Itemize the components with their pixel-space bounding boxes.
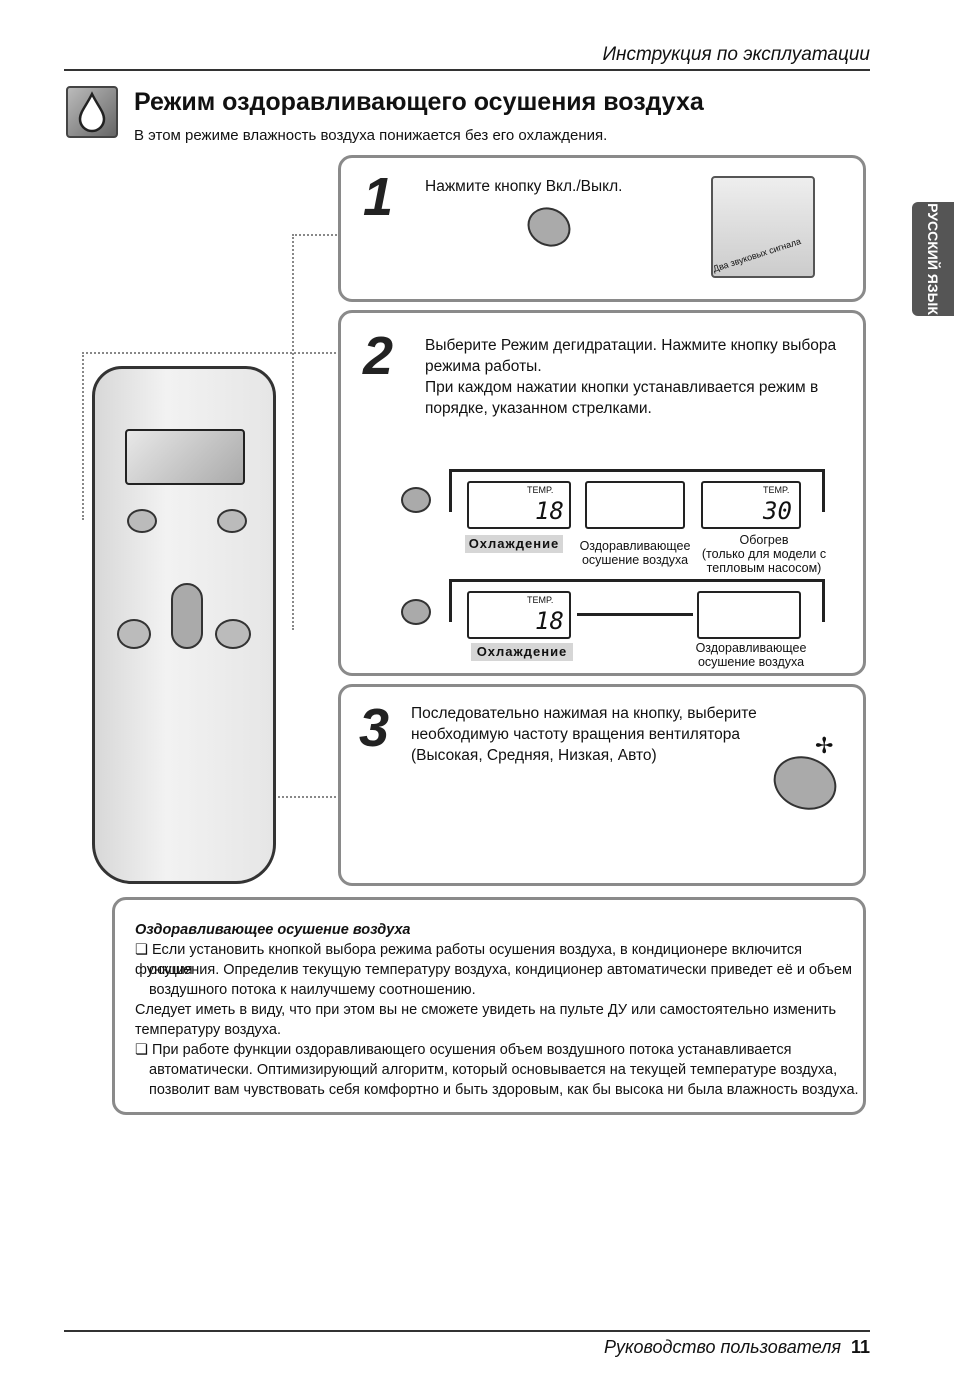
footer-text: Руководство пользователя xyxy=(603,1337,841,1357)
dry-label-line1: Оздоравливающее xyxy=(695,641,807,655)
fan-speed-button[interactable] xyxy=(117,619,151,649)
heat-label: Обогрев (только для модели с тепловым на… xyxy=(701,533,827,575)
step1-box: 1 Нажмите кнопку Вкл./Выкл. Два звуковых… xyxy=(338,155,866,302)
arrow-line xyxy=(577,613,693,616)
lcd-heating: TEMP. 30 xyxy=(701,481,801,529)
timer-button[interactable] xyxy=(217,509,247,533)
note-p2-line1: Следует иметь в виду, что при этом вы не… xyxy=(135,1002,837,1018)
lcd-temp-value: 18 xyxy=(535,497,564,525)
lcd-temp-label: TEMP. xyxy=(527,485,554,495)
step2-line3: При каждом нажатии кнопки устанавливаетс… xyxy=(425,379,819,396)
mode-button[interactable] xyxy=(127,509,157,533)
step3-line1: Последовательно нажимая на кнопку, выбер… xyxy=(411,705,757,722)
dry-label: Оздоравливающее осушение воздуха xyxy=(573,539,697,567)
step1-text: Нажмите кнопку Вкл./Выкл. xyxy=(425,178,623,195)
note-p3-line2: автоматически. Оптимизирующий алгоритм, … xyxy=(149,1062,838,1078)
lcd-dry xyxy=(585,481,685,529)
step2-line2: режима работы. xyxy=(425,358,542,375)
dry-label-line2: осушение воздуха xyxy=(697,655,805,669)
note-p1-line3: воздушного потока к наилучшему соотношен… xyxy=(149,982,476,998)
note-box: Оздоравливающее осушение воздуха ❏ Если … xyxy=(112,897,866,1115)
indoor-unit-illustration xyxy=(711,176,815,278)
mode-cycle-arrow xyxy=(449,469,825,512)
page-title: Режим оздоравливающего осушения воздуха xyxy=(134,88,704,116)
connector-step1 xyxy=(292,234,340,630)
header-rule xyxy=(64,69,870,71)
dry-label-2: Оздоравливающее осушение воздуха xyxy=(689,641,813,669)
lcd-temp-label: TEMP. xyxy=(763,485,790,495)
heat-label-line2: (только для модели с xyxy=(701,547,827,561)
footer-rule xyxy=(64,1330,870,1332)
lcd-cooling-2: TEMP. 18 xyxy=(467,591,571,639)
cooling-label: Охлаждение xyxy=(465,535,563,553)
step3-line2: необходимую частоту вращения вентилятора xyxy=(411,726,741,743)
temperature-buttons[interactable] xyxy=(171,583,203,649)
mode-button-illustration-2 xyxy=(401,599,431,625)
step2-line4: порядке, указанном стрелками. xyxy=(425,400,652,417)
cooling-label-2: Охлаждение xyxy=(471,643,573,661)
heat-label-line1: Обогрев xyxy=(739,533,789,547)
step2-number: 2 xyxy=(363,326,394,386)
note-title: Оздоравливающее осушение воздуха xyxy=(135,922,411,938)
dry-label-line1: Оздоравливающее xyxy=(579,539,691,553)
lcd-dry-2 xyxy=(697,591,801,639)
header-title: Инструкция по эксплуатации xyxy=(602,44,870,65)
note-p3-line3: позволит вам чувствовать себя комфортно … xyxy=(149,1082,859,1098)
power-button[interactable] xyxy=(215,619,251,649)
note-p3-line1: ❏ При работе функции оздоравливающего ос… xyxy=(135,1042,792,1058)
note-p1-line1: ❏ Если установить кнопкой выбора режима … xyxy=(135,942,803,978)
step1-number: 1 xyxy=(363,167,394,227)
language-tab: РУССКИЙ ЯЗЫК xyxy=(912,202,954,316)
water-drop-icon xyxy=(66,86,118,138)
connector-step2 xyxy=(82,352,340,520)
dry-label-line2: осушение воздуха xyxy=(581,553,689,567)
page-number: 11 xyxy=(850,1337,870,1357)
page-subtitle: В этом режиме влажность воздуха понижает… xyxy=(134,127,608,144)
lcd-temp-value: 18 xyxy=(535,607,564,635)
step3-box: 3 Последовательно нажимая на кнопку, выб… xyxy=(338,684,866,886)
footer: Руководство пользователя 11 xyxy=(604,1337,870,1358)
mode-cycle-arrow-2 xyxy=(449,579,825,622)
language-tab-label: РУССКИЙ ЯЗЫК xyxy=(925,203,941,315)
step3-number: 3 xyxy=(359,698,390,758)
lcd-temp-label: TEMP. xyxy=(527,595,554,605)
heat-label-line3: тепловым насосом) xyxy=(706,561,822,575)
note-p2-line2: температуру воздуха. xyxy=(135,1022,281,1038)
step2-line1: Выберите Режим дегидратации. Нажмите кно… xyxy=(425,337,837,354)
step3-line3: (Высокая, Средняя, Низкая, Авто) xyxy=(411,747,657,764)
mode-button-illustration xyxy=(401,487,431,513)
remote-display xyxy=(125,429,245,485)
lcd-temp-value: 30 xyxy=(763,497,792,525)
lcd-cooling: TEMP. 18 xyxy=(467,481,571,529)
remote-control xyxy=(92,366,276,884)
step2-box: 2 Выберите Режим дегидратации. Нажмите к… xyxy=(338,310,866,676)
note-p1-line2: осушения. Определив текущую температуру … xyxy=(149,962,852,978)
power-button-illustration xyxy=(521,200,577,254)
fan-icon: ✢ xyxy=(815,733,834,758)
